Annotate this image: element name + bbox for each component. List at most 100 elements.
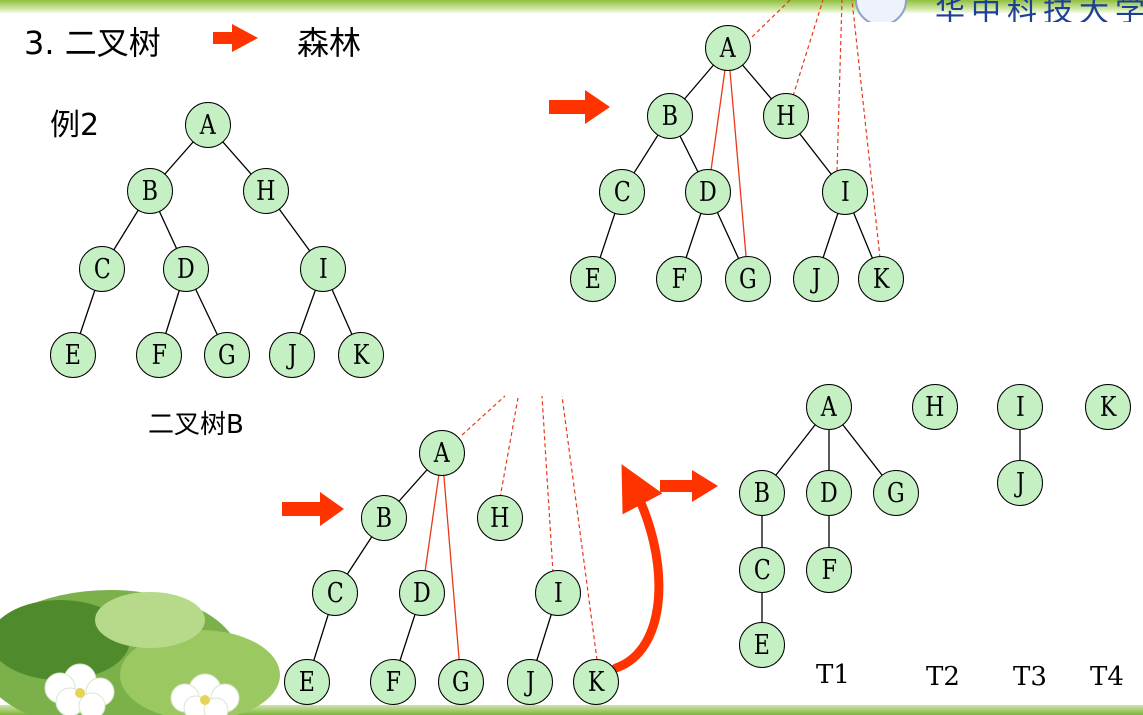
node-label: G	[887, 477, 905, 509]
example-label: 例2	[50, 108, 100, 143]
node-label: H	[256, 175, 276, 207]
bottom-decoration-band	[0, 705, 1143, 715]
node-step_add_threads-H: H	[763, 93, 809, 139]
node-label: G	[739, 263, 757, 295]
node-label: F	[821, 554, 837, 586]
node-label: J	[287, 339, 297, 371]
added-edge-step_add_threads-A-D	[707, 47, 729, 193]
node-label: B	[141, 175, 159, 207]
node-binary_tree-E: E	[50, 332, 96, 378]
node-forest-K: K	[1085, 384, 1131, 430]
university-logo: 华中科技大学	[855, 0, 1143, 22]
node-forest-E: E	[739, 622, 785, 668]
node-step_remove_right_links-H: H	[477, 495, 523, 541]
node-step_add_threads-I: I	[822, 169, 868, 215]
forest-tree-label-t3: T3	[1013, 662, 1047, 692]
node-binary_tree-G: G	[204, 332, 250, 378]
node-step_add_threads-A: A	[705, 25, 751, 71]
node-binary_tree-A: A	[185, 102, 231, 148]
node-step_remove_right_links-F: F	[370, 659, 416, 705]
flower-decoration-icon	[0, 590, 280, 715]
node-step_remove_right_links-K: K	[573, 659, 619, 705]
node-label: B	[753, 477, 771, 509]
node-label: A	[720, 32, 736, 64]
node-forest-G: G	[873, 470, 919, 516]
node-label: F	[385, 666, 401, 698]
node-label: A	[821, 391, 837, 423]
node-forest-B: B	[739, 470, 785, 516]
node-label: C	[753, 554, 771, 586]
node-label: C	[93, 253, 111, 285]
node-step_remove_right_links-I: I	[535, 570, 581, 616]
node-label: G	[452, 666, 470, 698]
node-label: I	[553, 577, 563, 609]
forest-tree-label-t1: T1	[816, 660, 850, 690]
right-arrow-icon	[660, 470, 718, 502]
node-step_add_threads-C: C	[599, 169, 645, 215]
node-label: B	[661, 100, 679, 132]
node-binary_tree-C: C	[79, 246, 125, 292]
node-label: A	[200, 109, 216, 141]
node-label: C	[613, 176, 631, 208]
node-step_remove_right_links-B: B	[361, 495, 407, 541]
title-suffix: 森林	[297, 24, 362, 62]
node-step_remove_right_links-E: E	[284, 659, 330, 705]
node-step_add_threads-J: J	[793, 256, 839, 302]
dashed-thread-lines-top	[751, 0, 881, 259]
node-label: I	[1015, 391, 1025, 423]
node-label: H	[925, 391, 945, 423]
curved-arrow-icon	[611, 464, 664, 673]
added-edge-step_remove_right_links-A-G	[441, 452, 462, 683]
node-forest-H: H	[912, 384, 958, 430]
binary-tree-label: 二叉树B	[148, 410, 244, 440]
node-label: F	[671, 263, 687, 295]
node-label: D	[413, 577, 431, 609]
node-label: D	[177, 253, 195, 285]
node-label: E	[584, 263, 602, 295]
node-step_add_threads-G: G	[725, 256, 771, 302]
node-forest-A: A	[806, 384, 852, 430]
node-step_add_threads-E: E	[570, 256, 616, 302]
node-binary_tree-B: B	[127, 168, 173, 214]
node-label: J	[1015, 467, 1025, 499]
node-binary_tree-J: J	[269, 332, 315, 378]
node-label: D	[699, 176, 717, 208]
node-label: C	[326, 577, 344, 609]
node-label: K	[352, 339, 370, 371]
node-binary_tree-H: H	[243, 168, 289, 214]
node-forest-C: C	[739, 547, 785, 593]
node-forest-J: J	[997, 460, 1043, 506]
node-binary_tree-D: D	[163, 246, 209, 292]
node-step_add_threads-B: B	[647, 93, 693, 139]
forest-tree-label-t2: T2	[926, 662, 960, 692]
node-forest-I: I	[997, 384, 1043, 430]
node-label: K	[587, 666, 605, 698]
node-step_remove_right_links-J: J	[507, 659, 553, 705]
node-binary_tree-I: I	[300, 246, 346, 292]
node-label: E	[298, 666, 316, 698]
node-forest-F: F	[806, 547, 852, 593]
right-arrow-icon	[549, 90, 610, 124]
node-step_add_threads-F: F	[656, 256, 702, 302]
node-label: K	[872, 263, 890, 295]
node-label: I	[318, 253, 328, 285]
node-step_remove_right_links-C: C	[312, 570, 358, 616]
right-arrow-icon	[282, 492, 344, 526]
node-label: A	[434, 437, 450, 469]
node-label: F	[151, 339, 167, 371]
added-edge-step_add_threads-A-G	[727, 47, 749, 280]
node-step_add_threads-D: D	[685, 169, 731, 215]
added-edge-step_remove_right_links-A-D	[421, 452, 443, 594]
node-binary_tree-K: K	[338, 332, 384, 378]
logo-text: 华中科技大学	[935, 0, 1143, 22]
node-label: H	[490, 502, 510, 534]
title-prefix: 3. 二叉树	[24, 24, 161, 62]
node-label: H	[776, 100, 796, 132]
node-label: J	[811, 263, 821, 295]
node-label: I	[840, 176, 850, 208]
forest-tree-label-t4: T4	[1090, 662, 1124, 692]
node-label: E	[753, 629, 771, 661]
node-step_add_threads-K: K	[858, 256, 904, 302]
node-label: D	[820, 477, 838, 509]
right-arrow-icon	[213, 24, 258, 52]
